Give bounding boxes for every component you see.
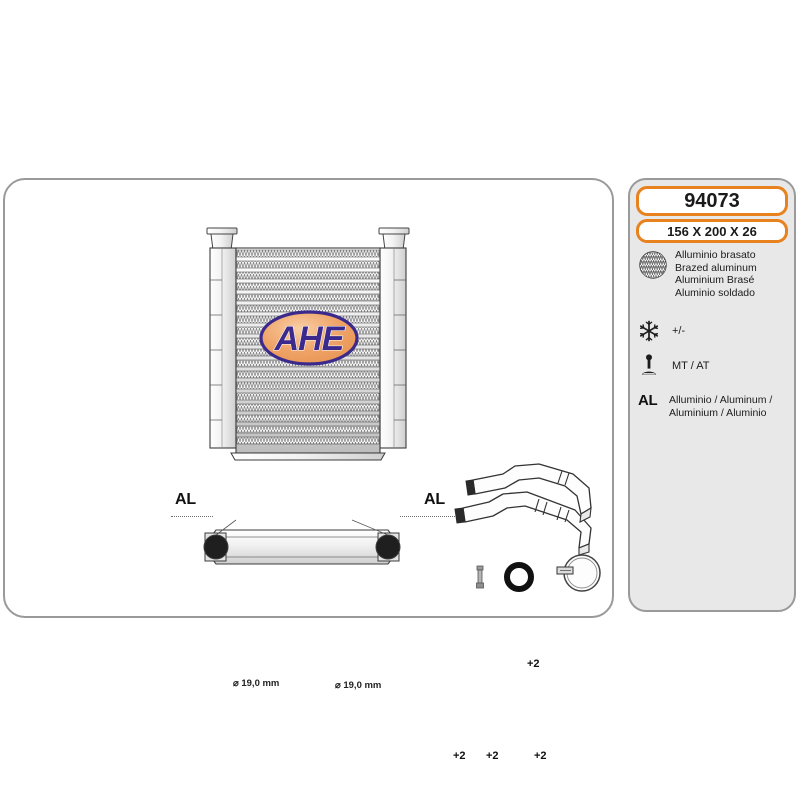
dimensions-badge: 156 X 200 X 26 xyxy=(636,219,788,243)
side-tank-left xyxy=(209,247,237,449)
ahe-logo: AHE xyxy=(259,310,359,366)
bolt-accessory xyxy=(476,565,484,589)
heater-core-front-view: AHE xyxy=(206,227,410,461)
hose-clamp-accessory xyxy=(556,554,601,592)
hatched-circle-icon xyxy=(638,250,668,280)
bolt-quantity-label: +2 xyxy=(453,750,466,762)
part-number-badge: 94073 xyxy=(636,186,788,216)
al-label-left: AL xyxy=(175,491,196,508)
side-tank-right xyxy=(379,247,407,449)
material-text: Alluminio brasato Brazed aluminum Alumin… xyxy=(675,249,757,299)
port-right xyxy=(375,532,401,562)
port-left xyxy=(203,532,229,562)
air-conditioning-value: +/- xyxy=(672,324,686,337)
snowflake-icon xyxy=(638,320,660,342)
gasket-quantity-label: +2 xyxy=(486,750,499,762)
port-diameter-label-left: ⌀ 19,0 mm xyxy=(233,678,280,689)
al-leader-right xyxy=(400,516,455,517)
transmission-value: MT / AT xyxy=(672,359,710,372)
product-drawing-panel: AHE xyxy=(3,178,614,762)
al-label-right: AL xyxy=(424,491,445,508)
clamp-quantity-label: +2 xyxy=(534,750,547,762)
specification-panel: 94073 156 X 200 X 26 xyxy=(628,178,796,612)
alloy-text: Alluminio / Aluminum / Aluminium / Alumi… xyxy=(669,394,773,419)
hose-quantity-label: +2 xyxy=(527,658,540,670)
spec-row-transmission: MT / AT xyxy=(638,354,710,378)
alloy-code: AL xyxy=(638,392,658,409)
inlet-neck-left xyxy=(206,227,238,251)
hose-pair-accessory xyxy=(454,463,592,556)
spec-row-material: Alluminio brasato Brazed aluminum Alumin… xyxy=(638,249,757,299)
inlet-neck-right xyxy=(378,227,410,251)
spec-row-alloy: AL Alluminio / Aluminum / Aluminium / Al… xyxy=(638,392,772,419)
gear-shifter-icon xyxy=(638,354,660,378)
spec-row-air-conditioning: +/- xyxy=(638,320,685,342)
port-diameter-label-right: ⌀ 19,0 mm xyxy=(335,680,382,691)
al-leader-left xyxy=(171,516,213,517)
gasket-oring-accessory xyxy=(504,562,534,592)
svg-text:AHE: AHE xyxy=(274,320,346,358)
heater-core-side-view xyxy=(203,519,401,565)
